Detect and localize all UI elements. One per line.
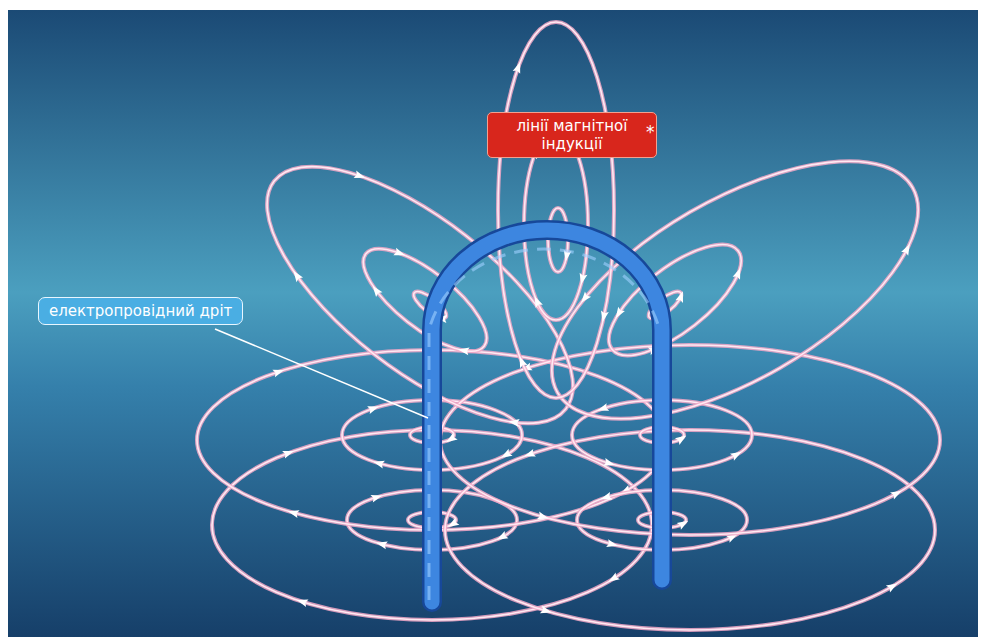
field-arrow — [606, 573, 620, 586]
field-arrow — [537, 512, 550, 523]
field-arrow — [612, 307, 625, 321]
field-arrow — [444, 433, 458, 446]
field-arrow — [730, 448, 744, 460]
field-line — [228, 122, 612, 468]
wire-highlight — [429, 249, 659, 600]
field-line — [445, 430, 935, 630]
field-arrow — [272, 366, 285, 377]
callout-text: лінії магнітної індукції — [498, 117, 646, 153]
field-arrow — [508, 418, 520, 427]
field-arrow — [282, 447, 295, 458]
field-arrow — [596, 403, 609, 414]
field-arrow — [367, 403, 380, 414]
field-arrow — [523, 449, 536, 460]
field-arrow — [290, 269, 303, 283]
callout-box: електропровідний дріт — [38, 297, 243, 325]
field-arrow — [354, 170, 367, 181]
field-arrow — [540, 606, 553, 617]
callout-box: лінії магнітної індукції — [487, 112, 657, 158]
field-arrow — [531, 295, 543, 308]
field-arrow — [599, 310, 609, 322]
field-arrow — [675, 432, 689, 445]
field-arrow — [370, 492, 383, 503]
field-arrow — [375, 539, 388, 549]
wire-outline — [432, 230, 662, 602]
field-arrow — [513, 61, 524, 74]
field-arrow — [457, 346, 469, 356]
field-arrow — [372, 458, 385, 469]
field-arrow — [733, 267, 744, 280]
field-arrow — [677, 517, 691, 530]
field-arrow — [890, 487, 904, 499]
field-arrow — [606, 539, 619, 549]
field-arrow — [495, 531, 508, 543]
background — [8, 10, 978, 637]
field-arrow — [516, 355, 528, 368]
field-arrow — [886, 580, 900, 593]
field-arrow — [499, 449, 513, 461]
field-arrow — [577, 273, 587, 286]
field-arrow — [603, 458, 616, 469]
field-arrow — [901, 242, 913, 255]
field-line — [498, 22, 614, 398]
field-arrow — [600, 492, 613, 503]
field-arrow — [393, 248, 406, 259]
field-arrow — [287, 507, 300, 518]
field-line — [440, 345, 940, 535]
field-arrow — [296, 596, 309, 607]
field-arrow — [675, 290, 686, 303]
field-lines — [197, 22, 958, 630]
wire — [432, 230, 662, 602]
leader-line — [215, 329, 428, 418]
field-arrow — [369, 283, 382, 297]
callout-text: електропровідний дріт — [49, 302, 232, 320]
field-line — [512, 110, 957, 471]
footnote-mark: * — [646, 122, 655, 142]
